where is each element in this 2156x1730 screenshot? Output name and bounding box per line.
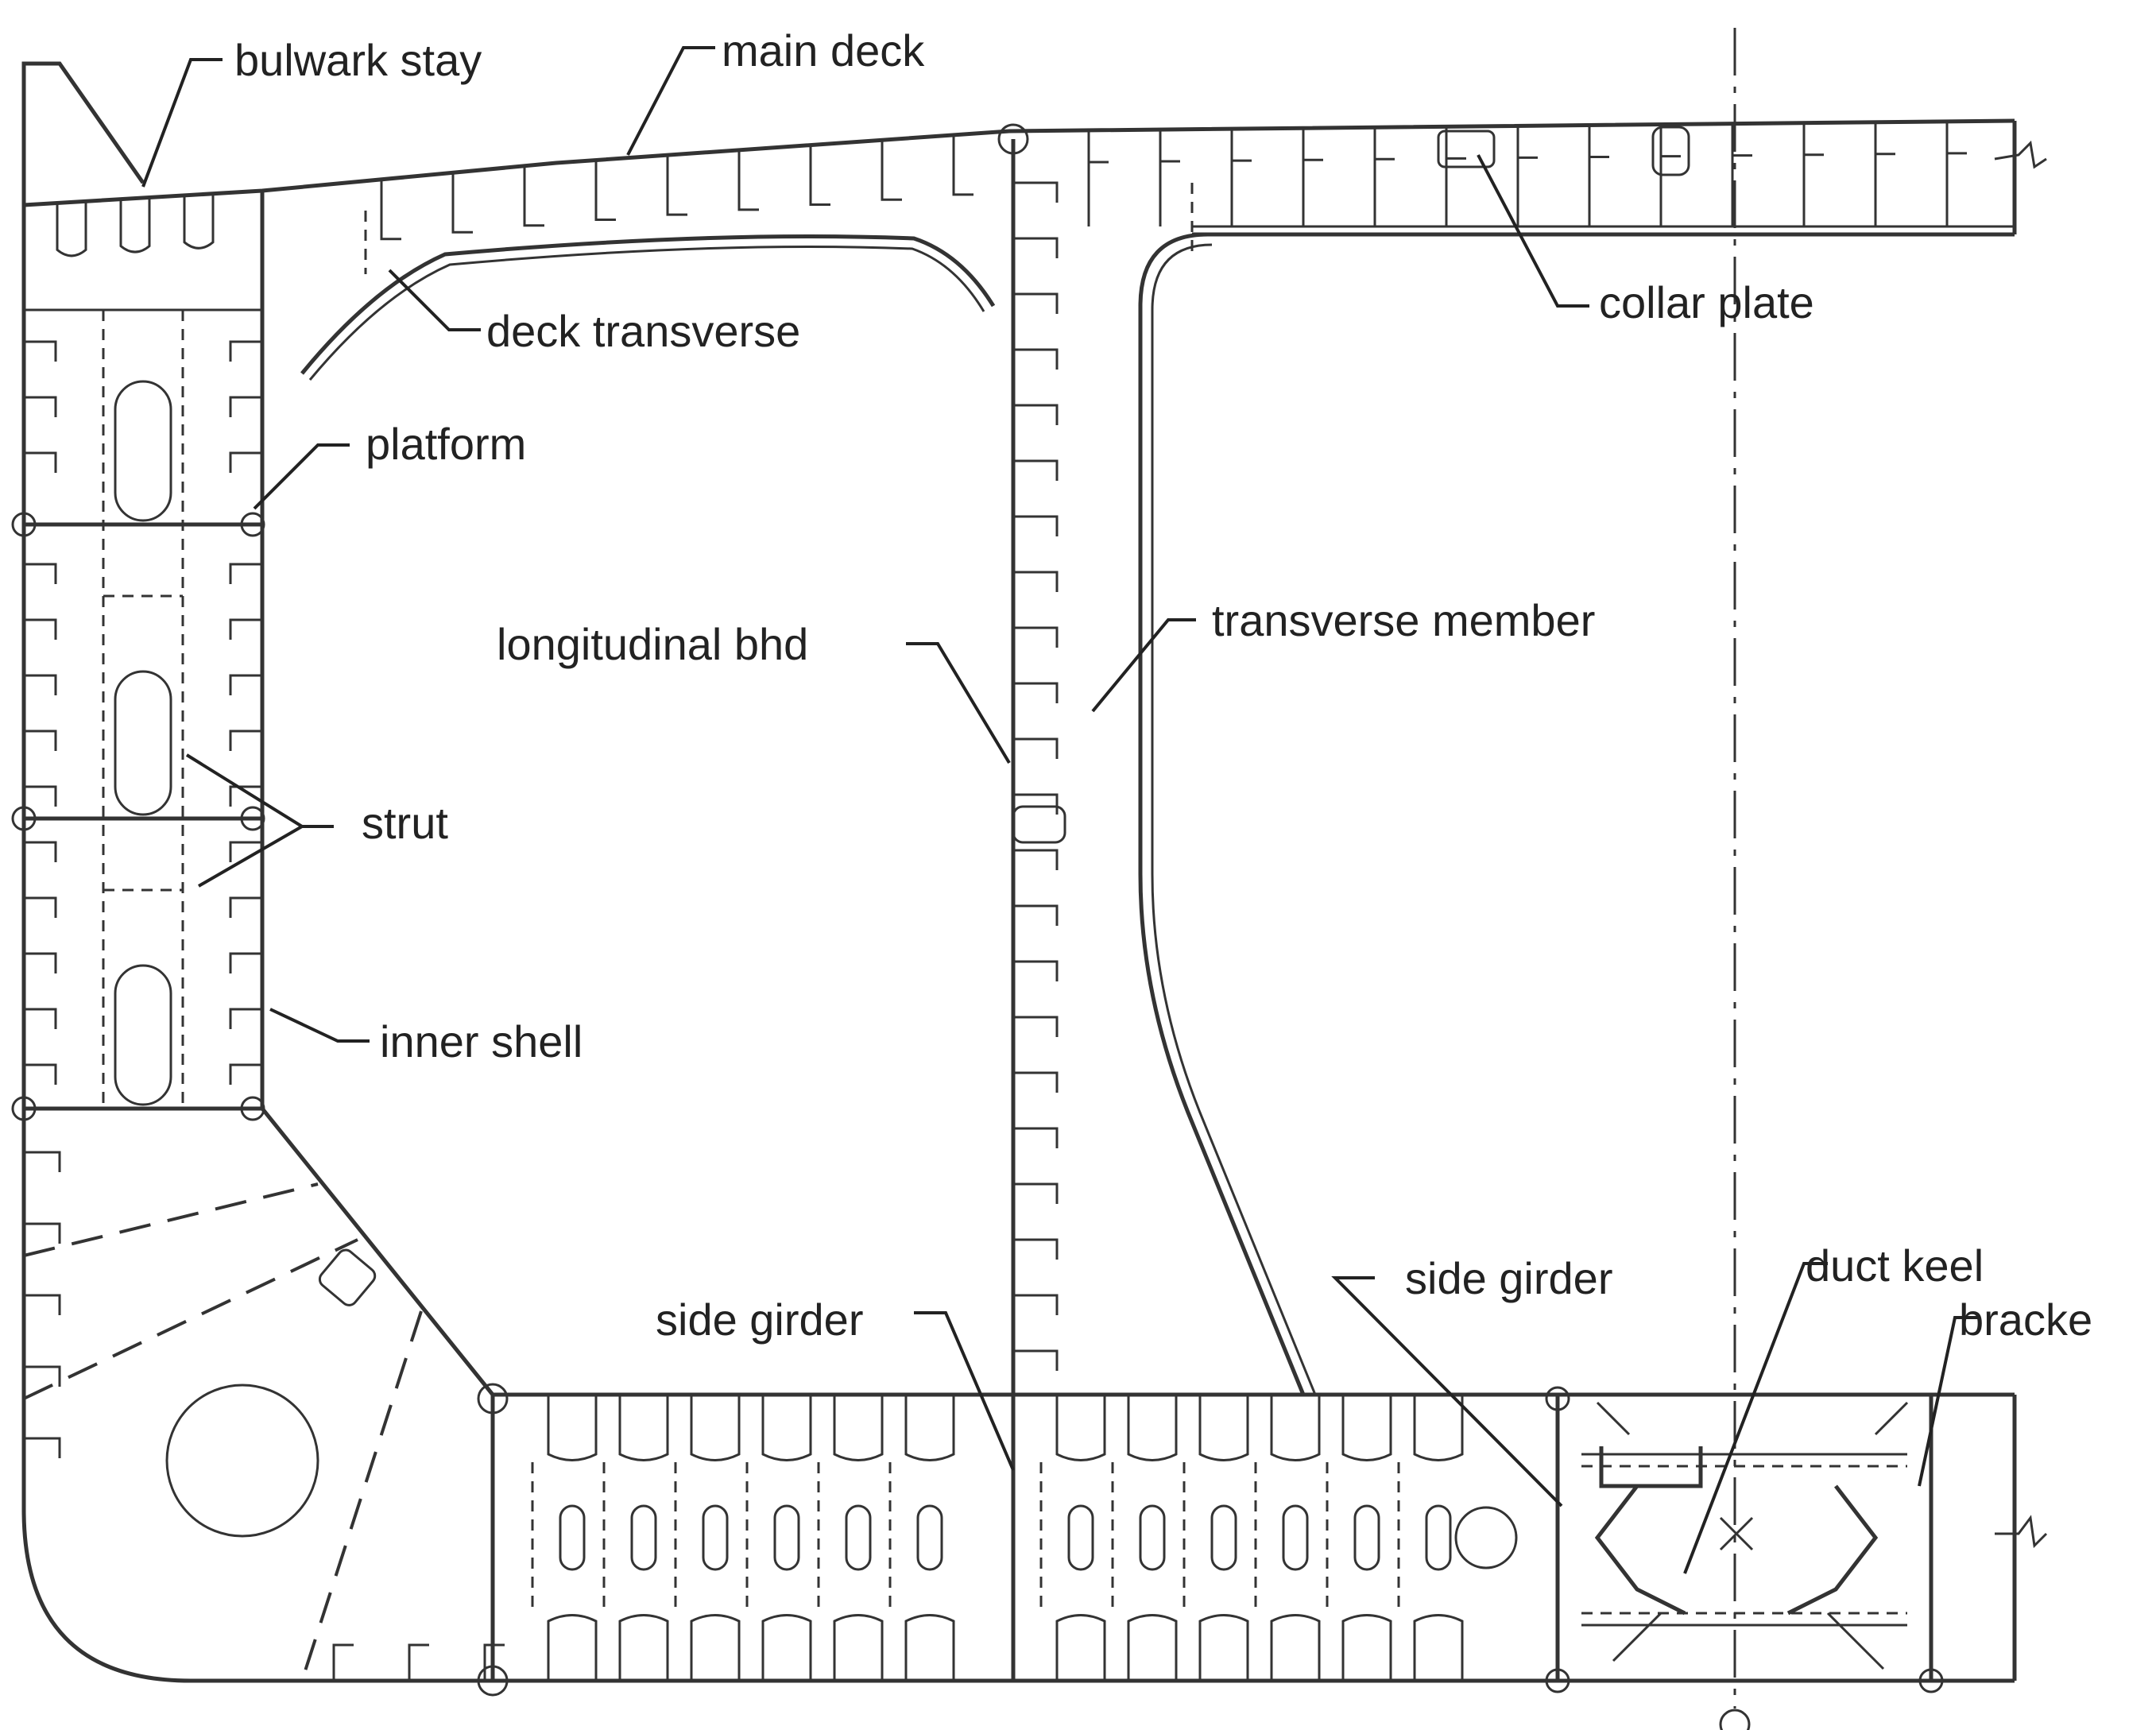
label-strut: strut [362,798,448,848]
double-bottom [493,1392,2015,1681]
label-deck-transverse: deck transverse [486,306,800,356]
label-main-deck: main deck [722,25,925,75]
label-duct-keel: duct keel [1806,1240,1984,1291]
wing-tank [11,183,1194,1396]
label-longitudinal-bhd: longitudinal bhd [497,619,808,669]
label-bracket: bracke [1959,1295,2092,1345]
bilge-stiffeners [24,1151,505,1681]
transverse-member [1138,232,1306,1395]
leader-lines [141,46,1979,1574]
label-side-girder-right: side girder [1405,1253,1612,1303]
hull-outline [21,61,2048,1683]
label-bulwark-stay: bulwark stay [234,35,482,85]
label-collar-plate: collar plate [1599,277,1814,327]
label-side-girder-left: side girder [656,1295,863,1345]
label-platform: platform [366,419,526,469]
centre-line-mark [1719,1709,1751,1730]
wing-tank-stiffeners [24,340,262,1085]
label-transverse-member: transverse member [1212,595,1595,645]
deck-longitudinals [56,121,1967,257]
label-inner-shell: inner shell [380,1016,583,1066]
duct-keel [1545,1386,1944,1693]
double-bottom-members [531,1395,1464,1681]
bulkhead-stiffeners [1013,181,1059,1371]
bilge-hopper [23,1182,509,1697]
